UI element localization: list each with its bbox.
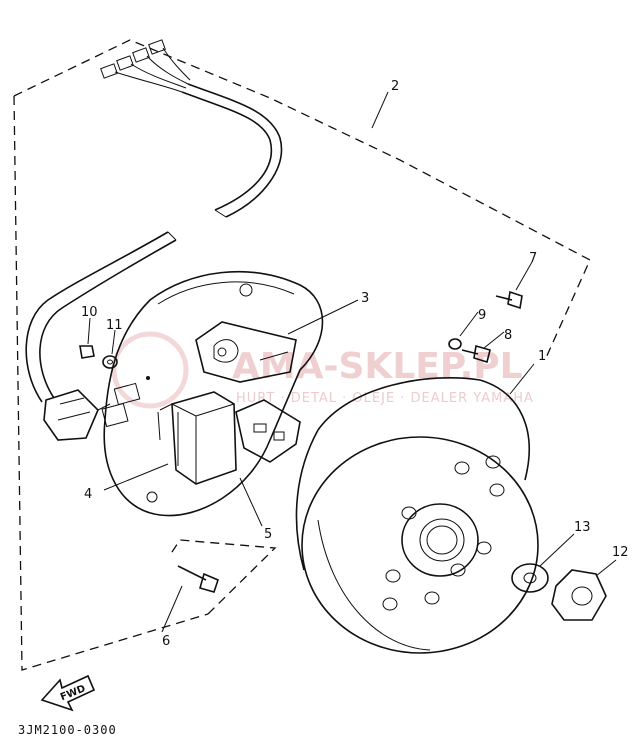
- screw-6: [177, 565, 219, 593]
- callout-8: 8: [504, 328, 512, 343]
- callout-4: 4: [84, 487, 92, 502]
- washer: [511, 563, 549, 593]
- lock-washer-9: [448, 338, 462, 350]
- wire-connectors: [100, 39, 191, 93]
- leader-lines: [87, 91, 617, 633]
- callout-1: 1: [538, 349, 546, 364]
- screw-7: [495, 290, 523, 310]
- forward-arrow-icon: FWD: [40, 674, 96, 712]
- callout-3: 3: [361, 291, 369, 306]
- diagram-code: 3JM2100-0300: [18, 723, 117, 737]
- callout-9: 9: [478, 308, 486, 323]
- screw-10: [79, 345, 95, 359]
- assembly-boundary-inner: [169, 539, 277, 615]
- stator-plate: [103, 270, 324, 517]
- flywheel-nut: [551, 569, 607, 621]
- callout-10: 10: [81, 305, 98, 320]
- watermark-sub: HURT · DETAL · OLEJE · DEALER YAMAHA: [236, 391, 534, 406]
- wire-grommet: [43, 389, 111, 441]
- callout-5: 5: [264, 527, 272, 542]
- callout-13: 13: [574, 520, 591, 535]
- callout-2: 2: [391, 79, 399, 94]
- assembly-boundary: [13, 39, 591, 361]
- wire-clamp: [101, 382, 141, 428]
- watermark-main: AMA-SKLEP.PL: [232, 346, 523, 387]
- pickup-coil: [195, 321, 297, 383]
- callout-7: 7: [529, 251, 537, 266]
- wire-harness: [25, 39, 283, 441]
- rotor-holes: [382, 455, 505, 611]
- watermark: AMA-SKLEP.PL HURT · DETAL · OLEJE · DEAL…: [111, 331, 534, 409]
- callout-6: 6: [162, 634, 170, 649]
- callout-12: 12: [612, 545, 629, 560]
- callout-labels: 1 2 3 4 5 6 7 8 9 10 11 12 13: [81, 79, 629, 649]
- source-coil: [157, 391, 237, 485]
- flywheel-rotor: [295, 377, 539, 654]
- screw-8: [461, 344, 491, 364]
- lighting-coil-bracket: [235, 399, 301, 463]
- washer-11: [102, 355, 118, 369]
- assembly-boundary-left: [13, 95, 209, 671]
- callout-11: 11: [106, 318, 123, 333]
